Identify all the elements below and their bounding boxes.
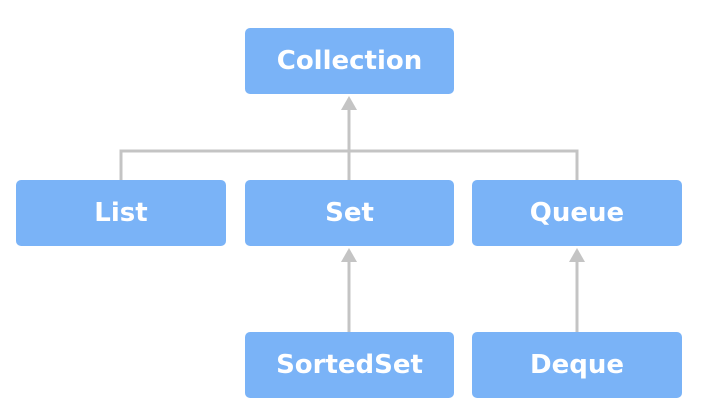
connector-list-to-collection — [119, 149, 349, 180]
node-set-label: Set — [325, 198, 374, 228]
node-sortedset-label: SortedSet — [276, 350, 423, 380]
node-list-label: List — [94, 198, 148, 228]
node-deque-label: Deque — [530, 350, 624, 380]
node-list: List — [16, 180, 226, 246]
arrowhead-collection — [341, 96, 357, 110]
node-sortedset: SortedSet — [245, 332, 454, 398]
node-set: Set — [245, 180, 454, 246]
node-collection-label: Collection — [276, 46, 423, 76]
node-collection: Collection — [245, 28, 454, 94]
node-deque: Deque — [472, 332, 682, 398]
arrowhead-queue — [569, 248, 585, 262]
node-queue-label: Queue — [529, 198, 625, 228]
arrowhead-set — [341, 248, 357, 262]
connector-queue-to-collection — [349, 149, 579, 180]
node-queue: Queue — [472, 180, 682, 246]
